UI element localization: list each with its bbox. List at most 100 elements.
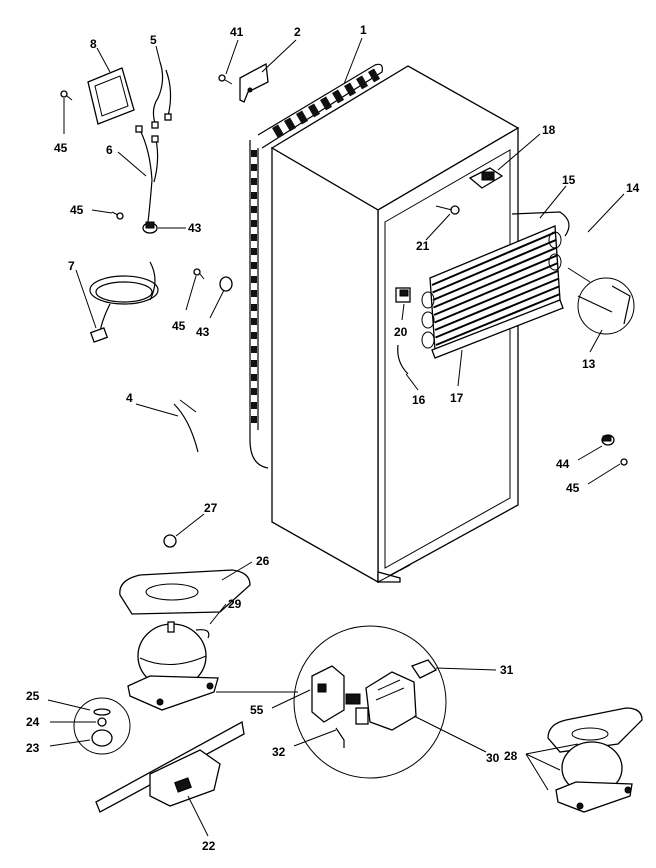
coil-bar	[251, 164, 257, 171]
part-18-bracket	[468, 167, 504, 189]
evaporator-fin	[431, 231, 557, 286]
leader-lines	[47, 37, 625, 837]
label-13: 13	[582, 357, 596, 371]
part-26-drain-pan	[119, 569, 251, 615]
label-26: 26	[256, 554, 270, 568]
part-43-middle	[219, 276, 233, 292]
label-7: 7	[68, 259, 75, 273]
part-16-drain-tube	[397, 344, 409, 375]
part-45-screw-a	[60, 90, 73, 101]
label-25: 25	[26, 689, 40, 703]
label-21: 21	[416, 239, 430, 253]
coil-bar	[251, 416, 257, 423]
cabinet	[270, 65, 520, 584]
label-44: 44	[556, 457, 570, 471]
part-2-bracket	[239, 62, 269, 103]
label-43-a: 43	[188, 221, 202, 235]
part-21-screw	[435, 205, 460, 215]
coil-bar	[251, 220, 257, 227]
part-28-compressor-assembly	[547, 707, 643, 813]
coil-bar	[251, 402, 257, 409]
label-14: 14	[626, 181, 640, 195]
coil-bar	[251, 360, 257, 367]
label-29: 29	[228, 597, 242, 611]
relay-detail	[293, 625, 447, 779]
label-24: 24	[26, 715, 40, 729]
label-23: 23	[26, 741, 40, 755]
coil-bar	[296, 110, 309, 125]
part-44-clip	[601, 434, 615, 446]
label-5: 5	[150, 33, 157, 47]
label-1: 1	[360, 23, 367, 37]
evaporator-fin	[435, 293, 561, 346]
label-4: 4	[126, 391, 133, 405]
coil-bar	[251, 374, 257, 381]
part-13-detail	[567, 267, 635, 335]
label-30: 30	[486, 751, 500, 765]
coil-bar	[251, 346, 257, 353]
coil-bar	[251, 318, 257, 325]
part-45-screw-d	[620, 458, 628, 466]
evaporator-fin	[432, 238, 557, 294]
label-27: 27	[204, 501, 218, 515]
label-28: 28	[504, 749, 518, 763]
coil-bar	[251, 332, 257, 339]
part-27-grommet	[163, 534, 177, 548]
part-45-screw-c	[193, 268, 205, 280]
label-17: 17	[450, 391, 464, 405]
label-16: 16	[412, 393, 426, 407]
coil-bar	[251, 234, 257, 241]
part-4-sensor	[173, 399, 199, 453]
evaporator-fin	[434, 277, 560, 331]
coil-bar	[251, 206, 257, 213]
part-45-screw-b	[111, 211, 124, 220]
coil-bar	[251, 262, 257, 269]
part-7-power-cord	[89, 261, 159, 343]
label-45-c: 45	[172, 319, 186, 333]
coil-bar	[356, 75, 369, 90]
coil-bar	[251, 388, 257, 395]
part-22-base-rail	[95, 720, 245, 813]
coil-bar	[332, 89, 345, 104]
label-8: 8	[90, 37, 97, 51]
mount-detail	[73, 697, 131, 755]
label-2: 2	[294, 25, 301, 39]
label-22: 22	[202, 839, 216, 853]
coil-bar	[251, 150, 257, 157]
part-43-upper	[142, 221, 158, 234]
label-41: 41	[230, 25, 244, 39]
coil-bar	[251, 178, 257, 185]
label-31: 31	[500, 663, 514, 677]
label-20: 20	[394, 325, 408, 339]
coil-bar	[320, 96, 333, 111]
label-18: 18	[542, 123, 556, 137]
part-41-screw	[218, 74, 233, 85]
label-45-b: 45	[70, 203, 84, 217]
part-6-wires	[135, 125, 159, 223]
condenser-coil	[249, 63, 383, 469]
coil-bar	[251, 192, 257, 199]
evaporator-fin	[432, 246, 558, 301]
part-29-compressor	[127, 621, 219, 711]
coil-bars	[251, 68, 381, 423]
label-43-b: 43	[196, 325, 210, 339]
label-45-a: 45	[54, 141, 68, 155]
label-45-d: 45	[566, 481, 580, 495]
coil-bar	[251, 304, 257, 311]
label-32: 32	[272, 745, 286, 759]
evaporator	[421, 211, 570, 359]
coil-bar	[368, 68, 381, 83]
coil-bar	[308, 103, 321, 118]
part-8-box	[87, 67, 135, 125]
part-labels: 1 2 41 8 5 45 6 45 43 7 45 43 4 18 15 14…	[26, 23, 640, 853]
evaporator-fins	[431, 231, 561, 346]
coil-bar	[251, 276, 257, 283]
evaporator-fin	[433, 254, 558, 309]
label-6: 6	[106, 143, 113, 157]
evaporator-fin	[434, 269, 559, 324]
coil-bar	[344, 82, 357, 97]
label-55: 55	[250, 703, 264, 717]
evaporator-fin	[435, 285, 560, 339]
part-5-wires	[151, 61, 172, 129]
